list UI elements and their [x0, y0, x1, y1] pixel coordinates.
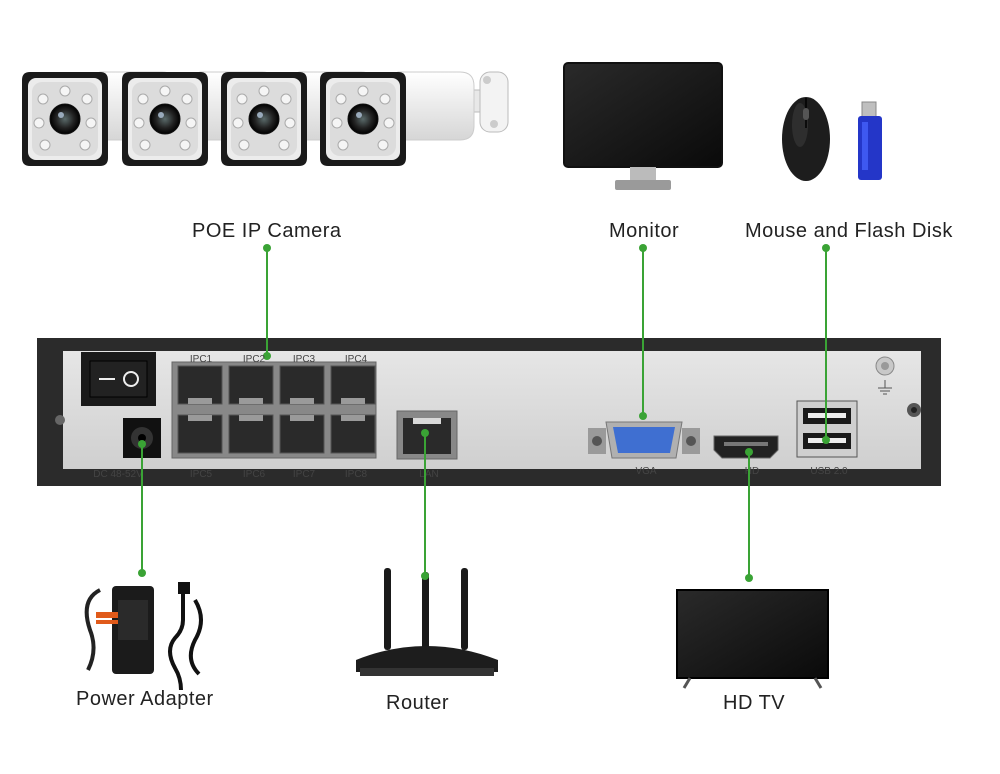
connector-dot [263, 352, 271, 360]
connector-dot [639, 244, 647, 252]
flash-disk-icon [858, 101, 882, 180]
ipc-port-label: IPC5 [190, 469, 213, 480]
lan-port-label: LAN [419, 469, 438, 480]
connector-dot [263, 244, 271, 252]
connector-dot [421, 429, 429, 437]
hd-port-label: HD [745, 466, 759, 477]
ipc-port-label: IPC1 [190, 354, 213, 365]
ipc-port-label: IPC6 [243, 469, 266, 480]
connector-dot [421, 572, 429, 580]
power-switch[interactable] [81, 352, 156, 406]
ipc-port-label: IPC7 [293, 469, 316, 480]
connector-dot [639, 412, 647, 420]
mouse-icon [782, 97, 830, 181]
ipc-port[interactable] [228, 414, 274, 454]
ground-terminal-icon [875, 356, 895, 395]
connector-dot [745, 574, 753, 582]
label-monitor: Monitor [609, 220, 680, 242]
ipc-port-label: IPC4 [345, 354, 368, 365]
label-mouse-and-flash-disk: Mouse and Flash Disk [745, 220, 953, 242]
ipc-port-label: IPC8 [345, 469, 368, 480]
label-power-adapter: Power Adapter [76, 688, 214, 710]
vga-port[interactable] [588, 421, 700, 459]
ipc-port[interactable] [330, 414, 376, 454]
ipc-port[interactable] [279, 414, 325, 454]
label-router: Router [386, 692, 450, 714]
ipc-port[interactable] [330, 365, 376, 405]
ipc-port[interactable] [228, 365, 274, 405]
ipc-port[interactable] [279, 365, 325, 405]
connector-dot [138, 569, 146, 577]
poe-ip-camera-group [22, 71, 509, 166]
nvr-recorder: DC 48-52V LAN VGA HD USB 2.0 [37, 338, 941, 486]
ipc-port-label: IPC3 [293, 354, 316, 365]
connector-dot [822, 244, 830, 252]
hd-tv-icon [676, 589, 829, 689]
connection-lines [138, 244, 830, 582]
hdmi-port[interactable] [713, 435, 779, 459]
monitor-icon [563, 62, 723, 190]
camera-icon [320, 71, 475, 166]
label-hd-tv: HD TV [723, 692, 786, 714]
power-adapter-icon [84, 582, 203, 691]
router-icon [356, 568, 498, 676]
ipc-port-label: IPC2 [243, 354, 266, 365]
ipc-port[interactable] [177, 414, 223, 454]
usb-port-label: USB 2.0 [810, 466, 848, 477]
vga-port-label: VGA [635, 466, 656, 477]
ipc-ports [177, 365, 376, 454]
ipc-port[interactable] [177, 365, 223, 405]
label-poe-ip-camera: POE IP Camera [192, 220, 342, 242]
connector-dot [745, 448, 753, 456]
connector-dot [822, 436, 830, 444]
connector-dot [138, 440, 146, 448]
dc-port-label: DC 48-52V [93, 469, 143, 480]
camera-icon [122, 71, 277, 166]
